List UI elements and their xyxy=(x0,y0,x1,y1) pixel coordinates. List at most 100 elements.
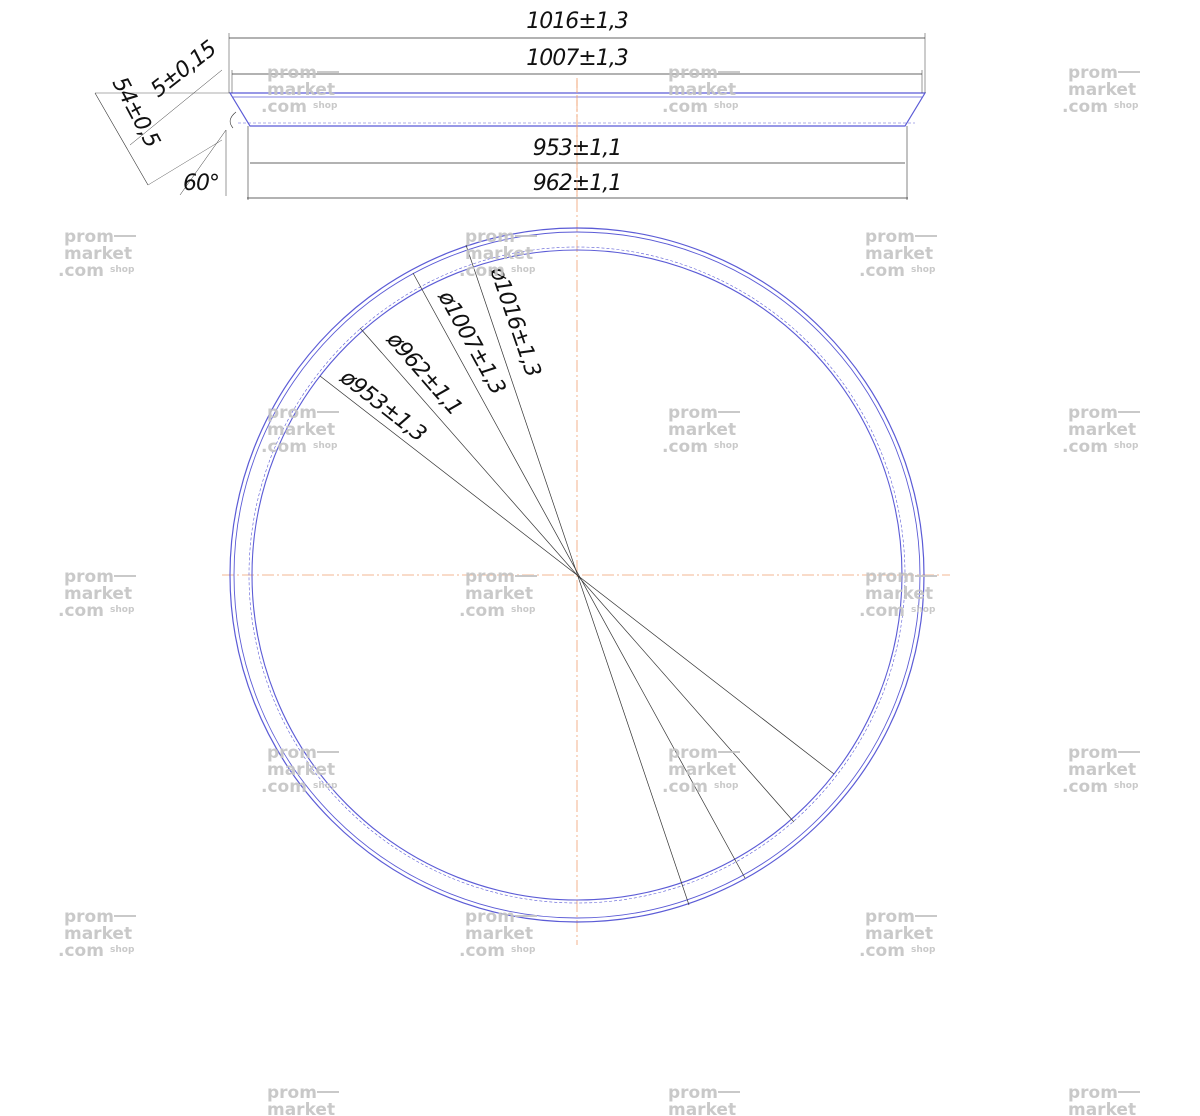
watermark-line1: prom xyxy=(1068,63,1118,83)
dim-angle: 60° xyxy=(183,171,219,196)
watermark-line2: market xyxy=(267,420,335,440)
leader-d1007 xyxy=(412,272,746,879)
watermark-sub: shop xyxy=(313,441,338,451)
watermark-sub: shop xyxy=(911,945,936,955)
watermark-line2: market xyxy=(267,760,335,780)
watermark-line2: market xyxy=(267,80,335,100)
circle-d953 xyxy=(251,249,903,901)
watermark-line3: .com xyxy=(859,261,905,281)
watermark-line1: prom xyxy=(1068,403,1118,423)
watermark-line1: prom xyxy=(865,567,915,587)
watermark-line2: market xyxy=(668,80,736,100)
dim-line-height xyxy=(94,92,149,186)
dim-line-thickness xyxy=(129,69,223,146)
watermark-line3: .com xyxy=(1062,97,1108,117)
watermark-line1: prom xyxy=(668,63,718,83)
watermark-line1: prom xyxy=(668,1083,718,1103)
watermark-line3: .com xyxy=(459,941,505,961)
watermark-line1: prom xyxy=(865,227,915,247)
watermark-line2: market xyxy=(64,244,132,264)
watermark-line2: market xyxy=(465,584,533,604)
watermark-sub: shop xyxy=(313,101,338,111)
watermark-line2: market xyxy=(1068,1100,1136,1116)
plan-view: ø1016±1,3 ø1007±1,3 ø962±1,1 ø953±1,3 xyxy=(222,80,950,945)
watermark-sub: shop xyxy=(313,781,338,791)
watermark-line2: market xyxy=(267,1100,335,1116)
watermark-line1: prom xyxy=(267,1083,317,1103)
dim-bottom-outer: 962±1,1 xyxy=(533,171,621,196)
watermark-line1: prom xyxy=(64,567,114,587)
watermark-line3: .com xyxy=(662,437,708,457)
watermark-line2: market xyxy=(668,420,736,440)
watermark-line3: .com xyxy=(261,97,307,117)
watermark-sub: shop xyxy=(714,101,739,111)
watermark-line2: market xyxy=(1068,420,1136,440)
watermark-sub: shop xyxy=(110,945,135,955)
watermark-sub: shop xyxy=(714,441,739,451)
watermark-sub: shop xyxy=(911,265,936,275)
watermark-sub: shop xyxy=(911,605,936,615)
watermark-line1: prom xyxy=(64,907,114,927)
watermark-line2: market xyxy=(64,924,132,944)
watermark-sub: shop xyxy=(511,945,536,955)
watermark-sub: shop xyxy=(1114,101,1139,111)
watermark-sub: shop xyxy=(511,605,536,615)
watermark-line1: prom xyxy=(465,907,515,927)
watermark-line3: .com xyxy=(58,601,104,621)
watermark-line1: prom xyxy=(1068,1083,1118,1103)
watermark-line2: market xyxy=(865,244,933,264)
leader-d953 xyxy=(319,375,835,775)
watermark-line3: .com xyxy=(1062,777,1108,797)
watermark-line1: prom xyxy=(465,567,515,587)
watermark-sub: shop xyxy=(1114,441,1139,451)
watermark-line3: .com xyxy=(261,437,307,457)
watermark-line2: market xyxy=(865,584,933,604)
angle-arc xyxy=(229,111,237,129)
watermark-line3: .com xyxy=(58,941,104,961)
watermark-line1: prom xyxy=(668,403,718,423)
watermark-line2: market xyxy=(465,924,533,944)
watermark-line3: .com xyxy=(58,261,104,281)
watermark-sub: shop xyxy=(110,605,135,615)
circle-d962 xyxy=(248,246,906,904)
watermark-sub: shop xyxy=(511,265,536,275)
dim-top-inner: 1007±1,3 xyxy=(526,46,627,71)
profile-outline xyxy=(228,92,927,127)
watermark-line2: market xyxy=(668,1100,736,1116)
watermark-line3: .com xyxy=(1062,437,1108,457)
watermark-line1: prom xyxy=(267,743,317,763)
profile-view: 1016±1,3 1007±1,3 953±1,1 962±1,1 5±0,15… xyxy=(94,9,927,200)
dim-bottom-inner: 953±1,1 xyxy=(533,136,621,161)
watermark-line1: prom xyxy=(668,743,718,763)
watermark-line1: prom xyxy=(465,227,515,247)
watermark-line3: .com xyxy=(662,97,708,117)
watermark-line2: market xyxy=(668,760,736,780)
watermark-line3: .com xyxy=(459,261,505,281)
watermark-sub: shop xyxy=(1114,781,1139,791)
watermark-line3: .com xyxy=(459,601,505,621)
watermark-line1: prom xyxy=(267,63,317,83)
watermark-line2: market xyxy=(1068,760,1136,780)
watermark-sub: shop xyxy=(714,781,739,791)
